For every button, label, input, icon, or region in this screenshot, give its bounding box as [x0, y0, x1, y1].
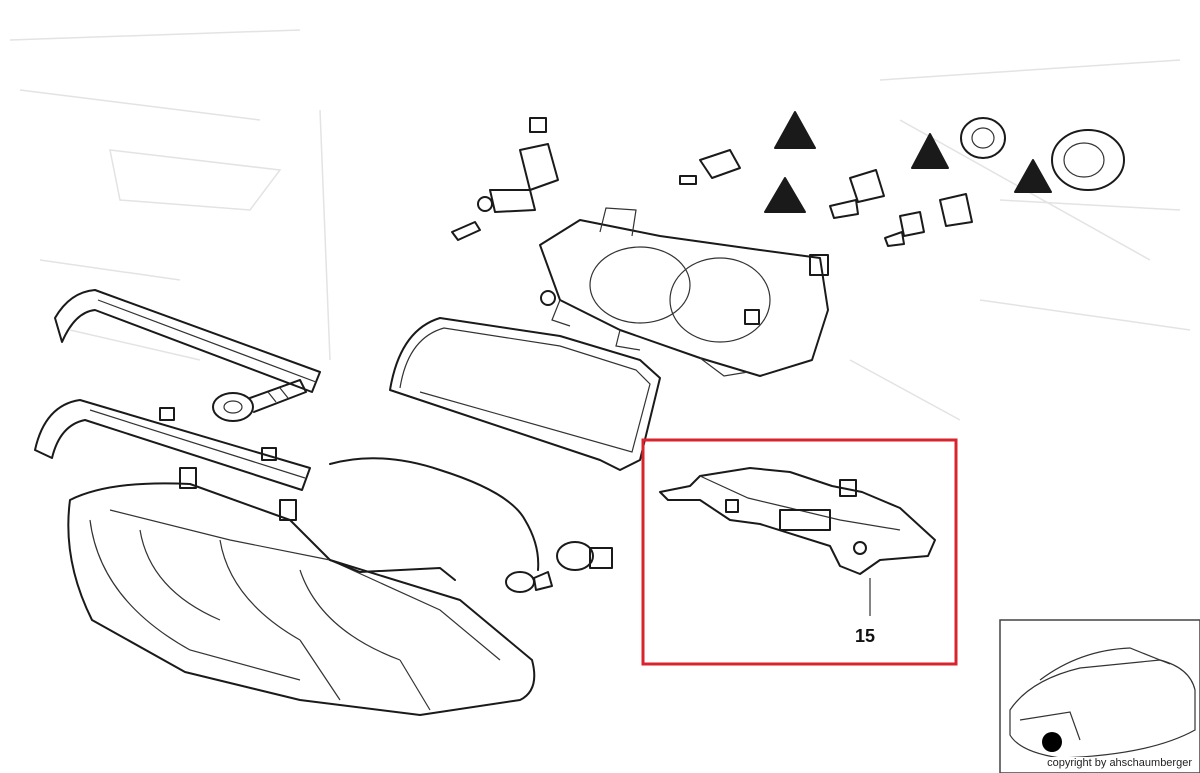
location-marker-icon [1042, 732, 1062, 752]
warning-triangle-icon [774, 111, 816, 149]
warning-triangle-icons [764, 111, 1052, 213]
bulb-icon [529, 117, 547, 133]
headlight-housing [539, 207, 829, 377]
lower-trim-strip [34, 399, 311, 491]
seal-cord [329, 457, 540, 571]
copyright-notice: copyright by ahschaumberger [1045, 757, 1194, 769]
rubber-caps [960, 117, 1125, 191]
warning-triangle-icon [764, 177, 806, 213]
bulb-set [451, 117, 973, 247]
warning-triangle-icon [1014, 159, 1052, 193]
callout-number: 15 [855, 626, 875, 646]
bracket-part-15 [659, 467, 936, 616]
upper-trim-strip [54, 289, 321, 393]
highlight-box [641, 438, 958, 666]
car-thumbnail [999, 619, 1200, 773]
headlight-lens-assembly [67, 467, 613, 716]
adjuster-ring [212, 379, 307, 422]
background-ghost-lines [9, 29, 1191, 421]
housing-gasket [389, 317, 661, 471]
warning-triangle-icon [911, 133, 949, 169]
